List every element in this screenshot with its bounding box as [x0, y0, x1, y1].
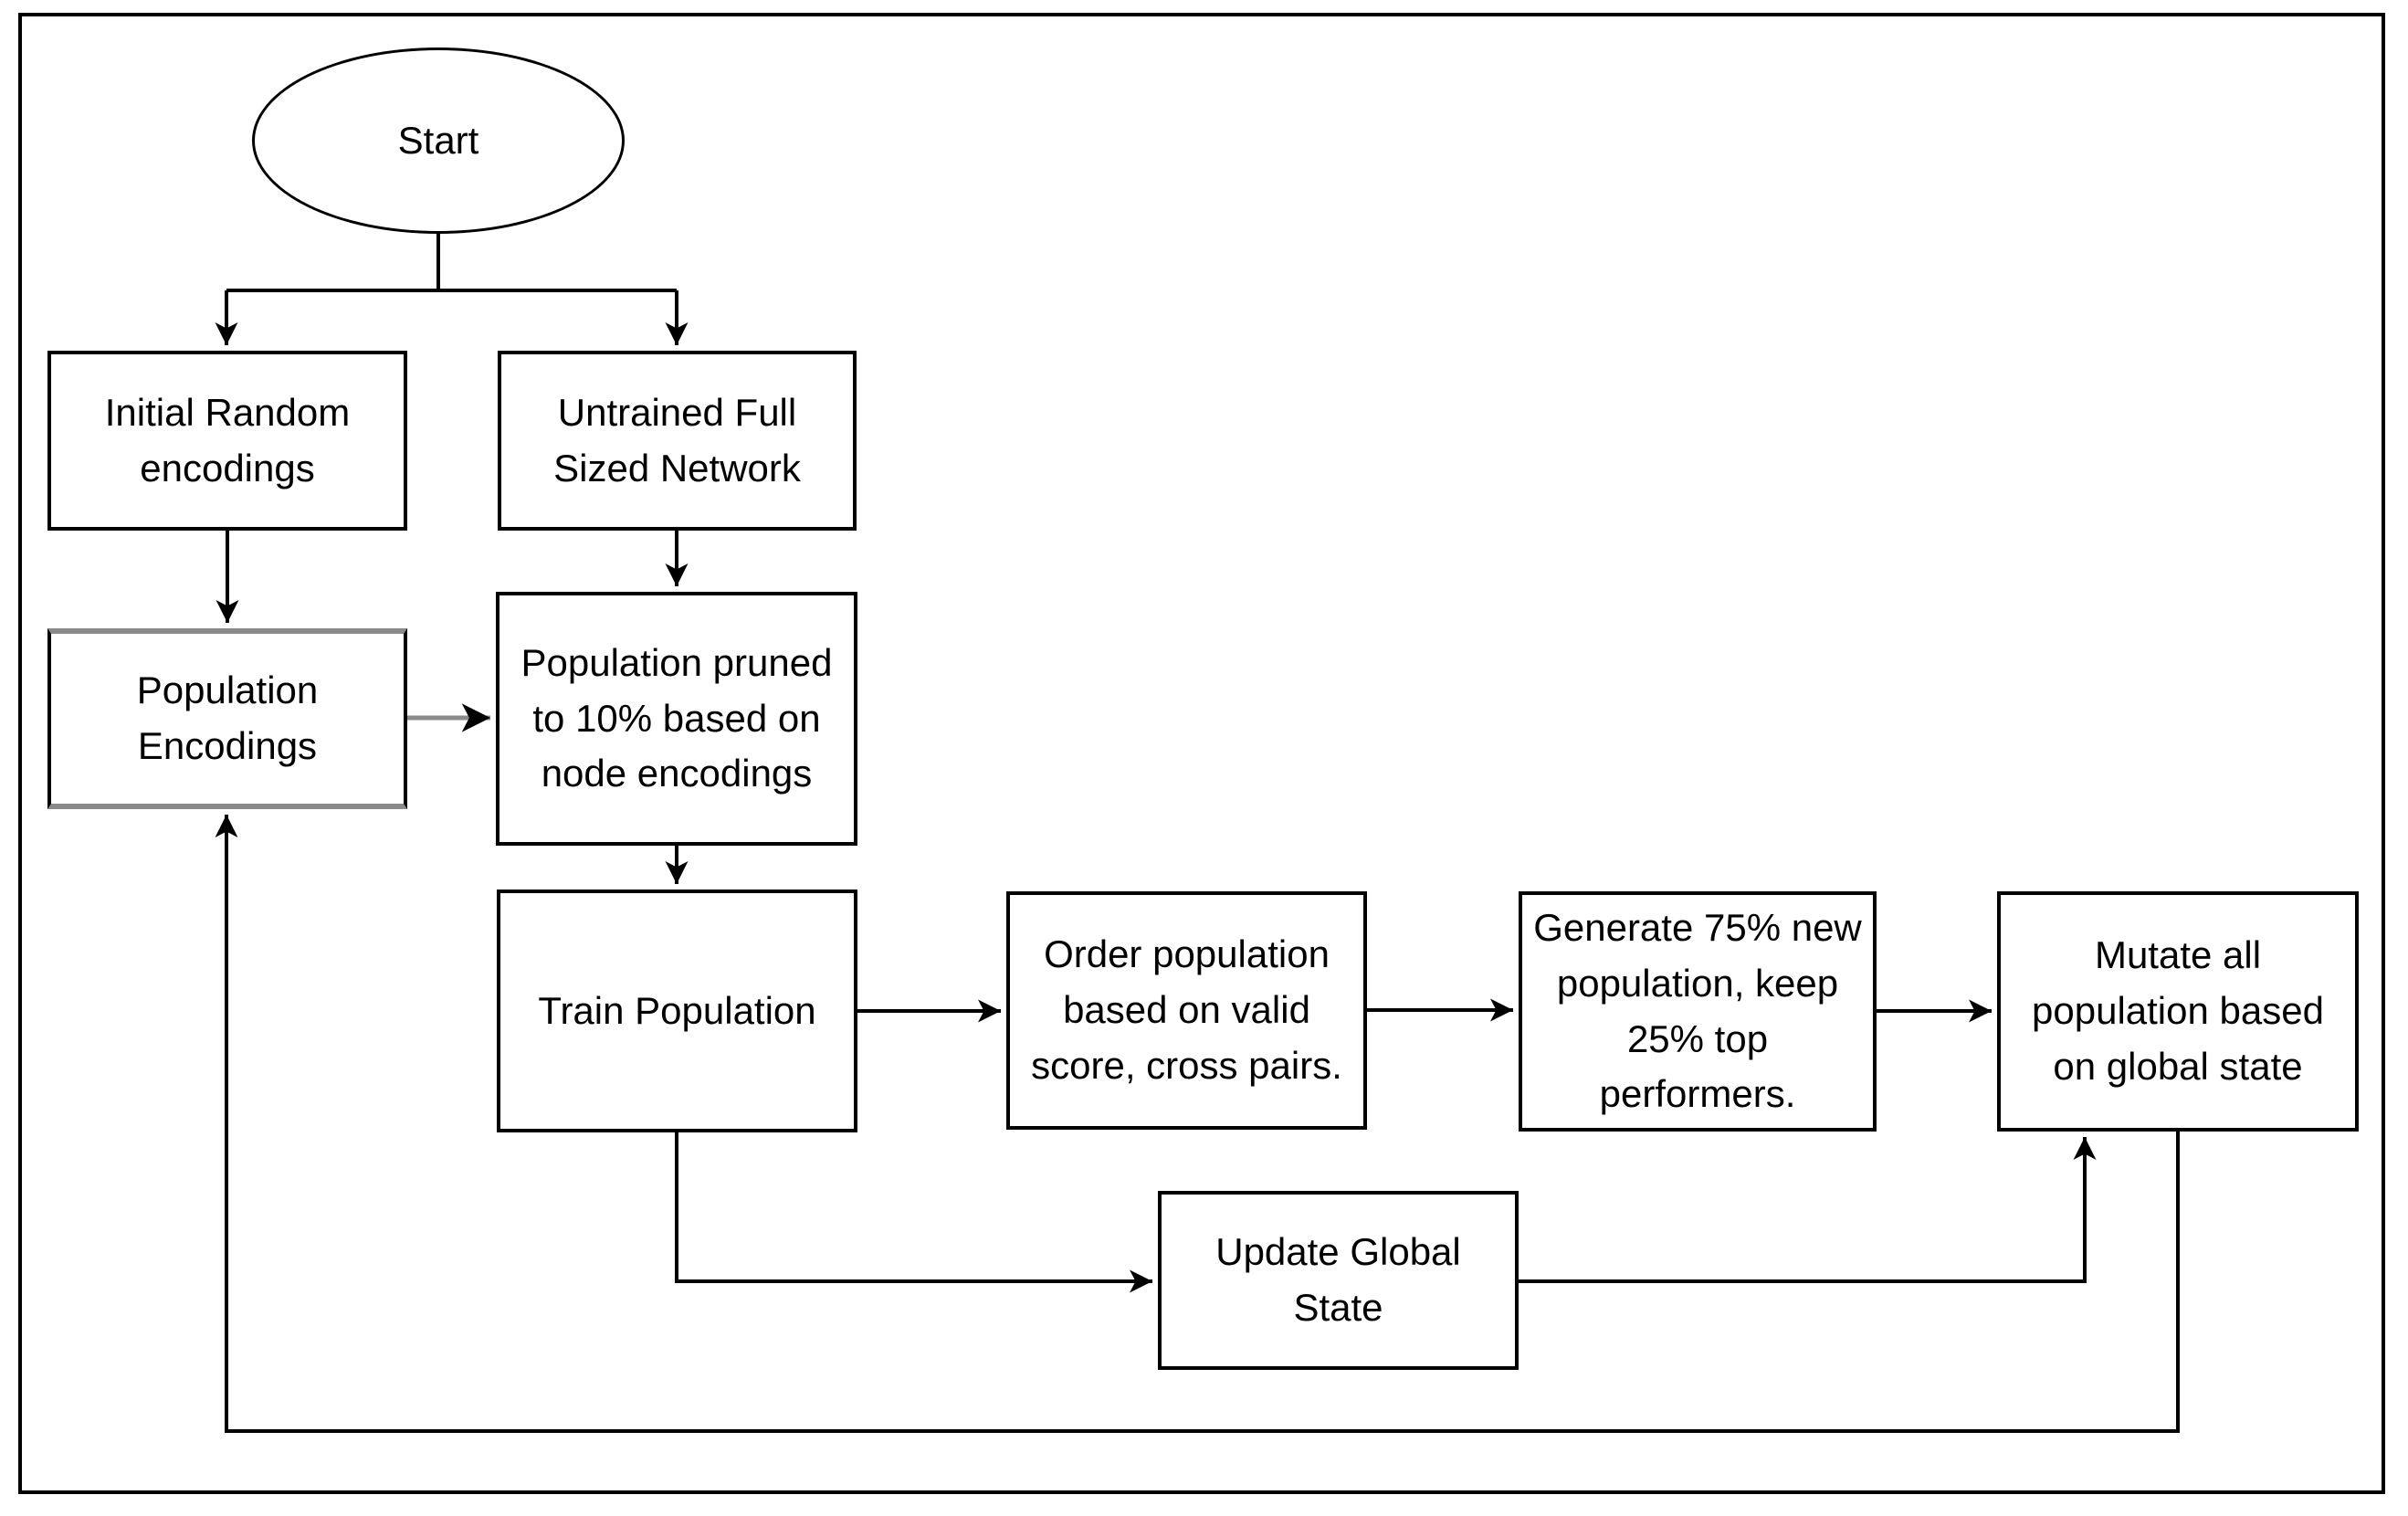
node-initial-random-encodings-label: Initial Random encodings — [104, 390, 351, 490]
node-order-population: Order population based on valid score, c… — [1006, 891, 1367, 1130]
node-start-label: Start — [397, 118, 479, 162]
edge-update-to-mutate — [1519, 1137, 2097, 1283]
node-train-population: Train Population — [497, 890, 857, 1132]
node-initial-random-encodings: Initial Random encodings — [47, 351, 407, 531]
node-update-global-state-label: Update Global State — [1215, 1230, 1461, 1329]
node-population-pruned-label: Population pruned to 10% based on node e… — [521, 640, 833, 795]
node-train-population-label: Train Population — [538, 988, 816, 1032]
node-generate-population-label: Generate 75% new population, keep 25% to… — [1533, 905, 1862, 1116]
node-generate-population: Generate 75% new population, keep 25% to… — [1519, 891, 1877, 1132]
node-population-encodings: Population Encodings — [47, 628, 407, 809]
node-update-global-state: Update Global State — [1158, 1191, 1519, 1370]
node-start: Start — [252, 47, 625, 234]
node-order-population-label: Order population based on valid score, c… — [1031, 932, 1342, 1087]
edge-mutate-to-popenc — [215, 815, 2180, 1433]
node-untrained-full-sized-network-label: Untrained Full Sized Network — [553, 390, 801, 490]
node-population-pruned: Population pruned to 10% based on node e… — [496, 592, 857, 846]
node-mutate-population-label: Mutate all population based on global st… — [2032, 933, 2324, 1088]
node-population-encodings-label: Population Encodings — [136, 669, 319, 767]
node-untrained-full-sized-network: Untrained Full Sized Network — [498, 351, 857, 531]
node-mutate-population: Mutate all population based on global st… — [1997, 891, 2359, 1132]
page-border — [18, 13, 2385, 1494]
edge-train-to-update — [675, 1132, 1152, 1293]
